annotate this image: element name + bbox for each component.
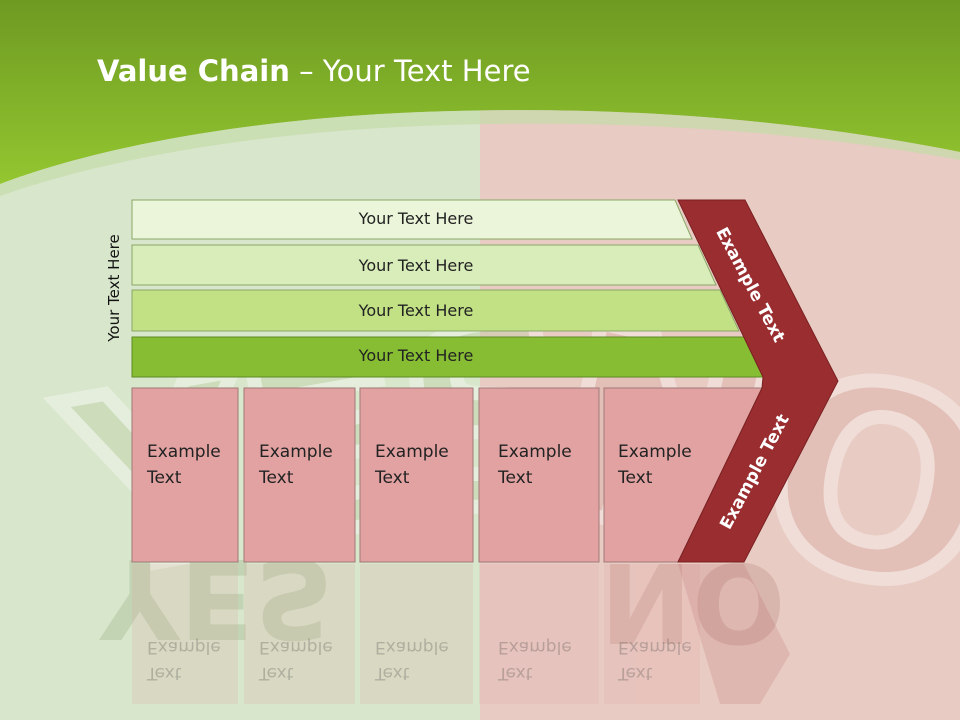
box-2-text: Example Text [259, 439, 333, 491]
box-3-text: Example Text [375, 439, 449, 491]
bar-2-shape [131, 244, 717, 286]
side-label: Your Text Here [105, 234, 123, 342]
box-1-text: Example Text [147, 439, 221, 491]
bar-1-shape [131, 199, 693, 240]
header-band [0, 0, 960, 184]
box-1-shape [131, 387, 239, 563]
bar-2-label: Your Text Here [358, 256, 474, 275]
box-3-line2: Text [375, 468, 410, 488]
title-bold: Value Chain [97, 54, 290, 88]
box-5-line1: Example [618, 442, 692, 462]
title-rest: – Your Text Here [299, 54, 531, 88]
box-2-shape [243, 387, 356, 563]
box-4-shape [478, 387, 600, 563]
bar-3-label: Your Text Here [358, 301, 474, 320]
header-swoosh [0, 110, 960, 196]
chevron-shape [677, 199, 839, 563]
box-reflections [132, 564, 700, 704]
box-4-line2: Text [498, 468, 533, 488]
chevron-reflection [678, 564, 790, 704]
box-3-shape [359, 387, 474, 563]
box-3-line1: Example [375, 442, 449, 462]
page-title: Value Chain – Your Text Here [97, 54, 531, 88]
box-1-line1: Example [147, 442, 221, 462]
box-5-text: Example Text [618, 439, 692, 491]
bar-4-label: Your Text Here [358, 346, 474, 365]
bar-1-label: Your Text Here [358, 209, 474, 228]
box-1-line2: Text [147, 468, 182, 488]
box-4-text: Example Text [498, 439, 572, 491]
box-2-line1: Example [259, 442, 333, 462]
box-2-line2: Text [259, 468, 294, 488]
box-4-line1: Example [498, 442, 572, 462]
box-5-line2: Text [618, 468, 653, 488]
bar-3-shape [131, 289, 740, 332]
